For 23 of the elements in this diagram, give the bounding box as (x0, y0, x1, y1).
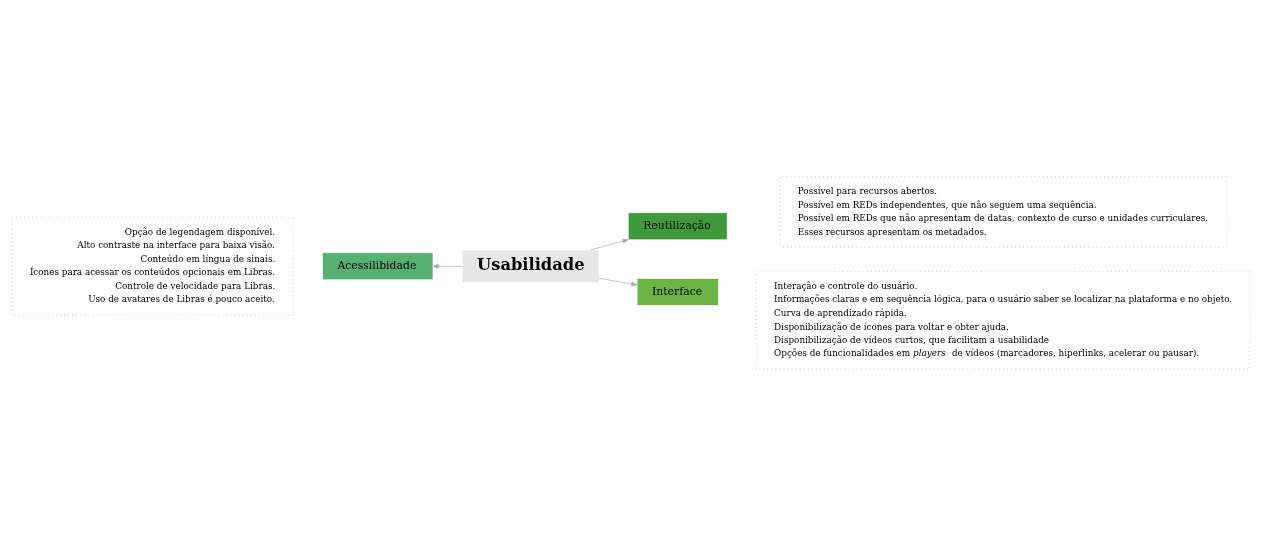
node-label: Interação e controle do usuário. (774, 280, 918, 291)
node-box: Reutilização (627, 212, 728, 241)
node-label: Uso de avatares de Libras é pouco aceito. (88, 294, 275, 305)
arrow (432, 264, 463, 269)
node-label: Opções de funcionalidades em players de vídeos (marcadores, hiperlinks, acelerar ou pausar). (774, 348, 1200, 358)
node-label: Conteúdo em língua de sinais. (140, 253, 276, 264)
node-label: Disponibilização de vídeos curtos, que facilitam a usabilidade (774, 335, 1050, 346)
node-label: Possível para recursos abertos. (797, 185, 938, 196)
arrow (598, 277, 638, 287)
node-label: Possível em REDs independentes, que não seguem uma sequência. (797, 199, 1097, 210)
node-label: Disponibilização de ícones para voltar e obter ajuda. (774, 321, 1009, 332)
node-label: Informações claras e em sequência lógica, para o usuário saber se localizar na plataforma e no objeto. (774, 294, 1233, 305)
arrow (590, 238, 629, 251)
node-label: Possível em REDs que não apresentam de datas, contexto de curso e unidades curriculares. (797, 213, 1208, 224)
node-box: Acessilibidade (322, 252, 434, 281)
node-box: Interface (636, 278, 719, 306)
node-box: Usabilidade (461, 249, 600, 283)
node-label: Alto contraste na interface para baixa visão. (77, 240, 275, 251)
node-label: Ícones para acessar os conteúdos opcionais em Libras. (29, 267, 276, 278)
node-label: Opção de legendagem disponível. (124, 226, 276, 237)
node-label: Controle de velocidade para Libras. (115, 280, 276, 291)
node-label: Curva de aprendizado rápida. (774, 307, 907, 318)
node-label: Esses recursos apresentam os metadados. (797, 226, 987, 237)
